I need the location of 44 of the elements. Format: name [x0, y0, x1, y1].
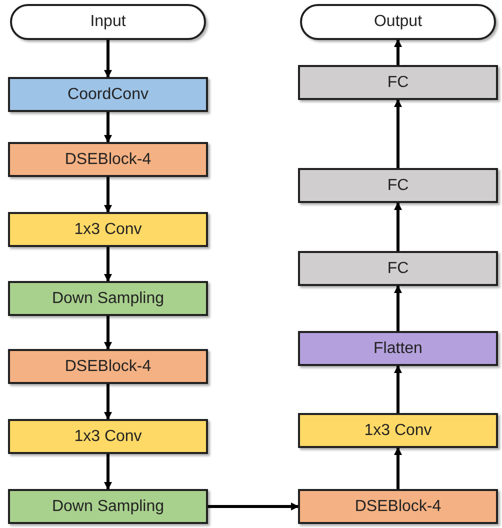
- layer-box: [8, 212, 208, 247]
- arrow: [394, 447, 402, 489]
- arrow: [104, 316, 112, 350]
- node-label: FC: [387, 176, 409, 196]
- layer-box: [298, 489, 498, 524]
- node-label: DSEBlock-4: [64, 356, 152, 376]
- layer-box: [8, 349, 208, 384]
- arrow: [394, 99, 402, 168]
- arrow: [394, 285, 402, 331]
- layer-box: [298, 251, 498, 286]
- layer-box: [298, 331, 498, 366]
- layer-box: [8, 142, 208, 177]
- node-label: Input: [90, 12, 126, 32]
- node-label: FC: [387, 72, 409, 92]
- node-label: Down Sampling: [52, 288, 164, 308]
- arrow: [104, 177, 112, 213]
- node-label: CoordConv: [68, 84, 148, 104]
- arrow: [394, 39, 402, 65]
- arrow: [208, 502, 299, 510]
- node-label: FC: [387, 258, 409, 278]
- node-label: 1x3 Conv: [364, 420, 432, 440]
- node-label: DSEBlock-4: [354, 496, 442, 516]
- layer-box: [8, 489, 208, 524]
- node-label: 1x3 Conv: [74, 220, 142, 240]
- layer-box: [8, 419, 208, 454]
- arrow: [104, 454, 112, 490]
- arrow: [104, 112, 112, 143]
- node-label: Output: [374, 12, 422, 32]
- node-label: Down Sampling: [52, 496, 164, 516]
- node-label: Flatten: [374, 338, 422, 358]
- terminal-pill: [300, 4, 496, 40]
- layer-box: [298, 413, 498, 448]
- node-label: 1x3 Conv: [74, 426, 142, 446]
- layer-box: [298, 65, 498, 100]
- layer-box: [8, 77, 208, 112]
- arrow: [104, 247, 112, 282]
- arrow: [104, 384, 112, 420]
- layer-box: [8, 281, 208, 316]
- arrow: [394, 202, 402, 251]
- layer-box: [298, 168, 498, 203]
- node-label: DSEBlock-4: [64, 150, 152, 170]
- arrow: [394, 365, 402, 413]
- arrow: [104, 40, 112, 78]
- terminal-pill: [10, 4, 206, 40]
